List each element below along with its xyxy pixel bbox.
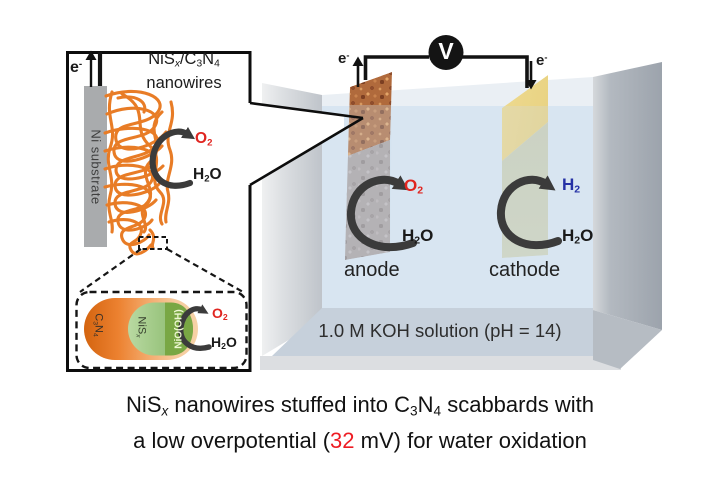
voltmeter-label: V [438, 38, 454, 64]
inset-c3n4-label: C3N4 [91, 313, 105, 337]
anode-h2o-label: H2O [402, 226, 434, 247]
inset-h2o-label: H2O [211, 334, 237, 352]
ni-substrate-label: Ni substrate [88, 128, 103, 205]
cathode-h2-label: H2 [562, 175, 581, 196]
tank-right-wall [593, 62, 662, 330]
panel-title: NiSx/C3N4 nanowires [122, 50, 246, 93]
magnifier-funnel-lines [79, 248, 244, 293]
anode-electrode [345, 72, 392, 260]
cathode-h2o-label: H2O [562, 226, 594, 247]
anode-electron-label: e- [338, 50, 350, 67]
anode-reaction-arrow-icon [346, 175, 417, 252]
panel-reaction-arrow-icon [149, 126, 196, 189]
anode-label: anode [344, 259, 400, 281]
inset-dashed-box [75, 290, 248, 370]
inset-nisx-label: NiSx [134, 316, 148, 338]
cathode-electron-label: e- [536, 52, 548, 69]
caption-line1: NiSx nanowires stuffed into C3N4 scabbar… [126, 392, 594, 419]
caption: NiSx nanowires stuffed into C3N4 scabbar… [0, 390, 720, 456]
panel-electron-label: e- [70, 59, 83, 76]
panel-title-line1: NiSx/C3N4 [148, 50, 220, 70]
wire-cathode [462, 55, 529, 88]
magnifier-target-box [138, 236, 168, 250]
inset-reaction-arrow-icon [178, 304, 212, 351]
caption-line2: a low overpotential (32 mV) for water ox… [133, 428, 587, 454]
inset-o2-label: O2 [212, 305, 228, 323]
voltmeter-circle [428, 35, 464, 70]
callout-panel-border [66, 51, 252, 372]
cathode-label: cathode [489, 259, 561, 281]
nanowires [103, 89, 174, 256]
callout-wedge-lines [249, 101, 364, 187]
panel-title-line2: nanowires [146, 73, 222, 92]
callout-wedge-fill [250, 103, 344, 185]
wire-anode [363, 55, 429, 80]
anode-o2-label: O2 [404, 176, 424, 197]
tank-corner [593, 310, 662, 369]
panel-o2-label: O2 [195, 130, 213, 149]
cathode-reaction-arrow-icon [496, 175, 562, 250]
solution-label: 1.0 M KOH solution (pH = 14) [318, 320, 562, 341]
panel-h2o-label: H2O [193, 166, 222, 185]
tank-base [260, 356, 621, 370]
inset-niooh-label: NiO(OH) [173, 309, 185, 349]
overpotential-value: 32 [330, 428, 355, 454]
solution-floor [272, 308, 593, 356]
ni-substrate-bar [84, 86, 107, 247]
